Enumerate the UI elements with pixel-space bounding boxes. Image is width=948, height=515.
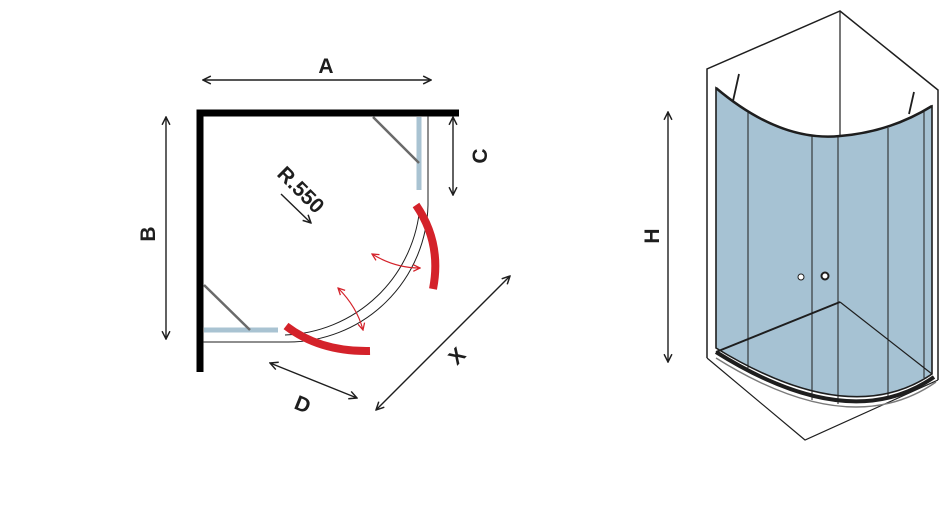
support-bar-left-3d — [732, 73, 740, 102]
support-bar-left — [203, 284, 251, 331]
radius-arrow — [280, 193, 311, 223]
wall-corner — [196, 109, 459, 372]
door-left — [283, 322, 371, 356]
door-swing-arrow-right — [372, 254, 420, 268]
radius-label: R.550 — [272, 162, 328, 218]
dimension-x-line — [376, 276, 510, 410]
floor-corner-left — [715, 301, 841, 353]
door-handle-right — [820, 271, 830, 281]
dimension-c-label: C — [469, 148, 492, 163]
door-handle-left — [797, 273, 805, 281]
shower-tray-edge — [715, 357, 937, 408]
floor-outline — [706, 357, 939, 441]
dimension-d-label: D — [291, 391, 314, 418]
radius-curve — [284, 204, 421, 336]
dimension-x-label: X — [444, 343, 470, 369]
tray-outline — [203, 116, 429, 343]
dimension-h-label: H — [641, 228, 664, 243]
door-swing-arrow-left — [338, 288, 363, 330]
plan-view: A B C R.550 D X — [137, 55, 510, 418]
support-bar-right — [372, 116, 420, 164]
dimension-b-label: B — [137, 226, 160, 241]
top-rail — [715, 87, 933, 138]
support-bar-right-3d — [908, 91, 915, 115]
elevation-view: H — [641, 10, 939, 441]
floor-corner-right — [839, 301, 933, 375]
dimension-d-line — [270, 363, 357, 398]
dimension-a-label: A — [318, 55, 333, 78]
